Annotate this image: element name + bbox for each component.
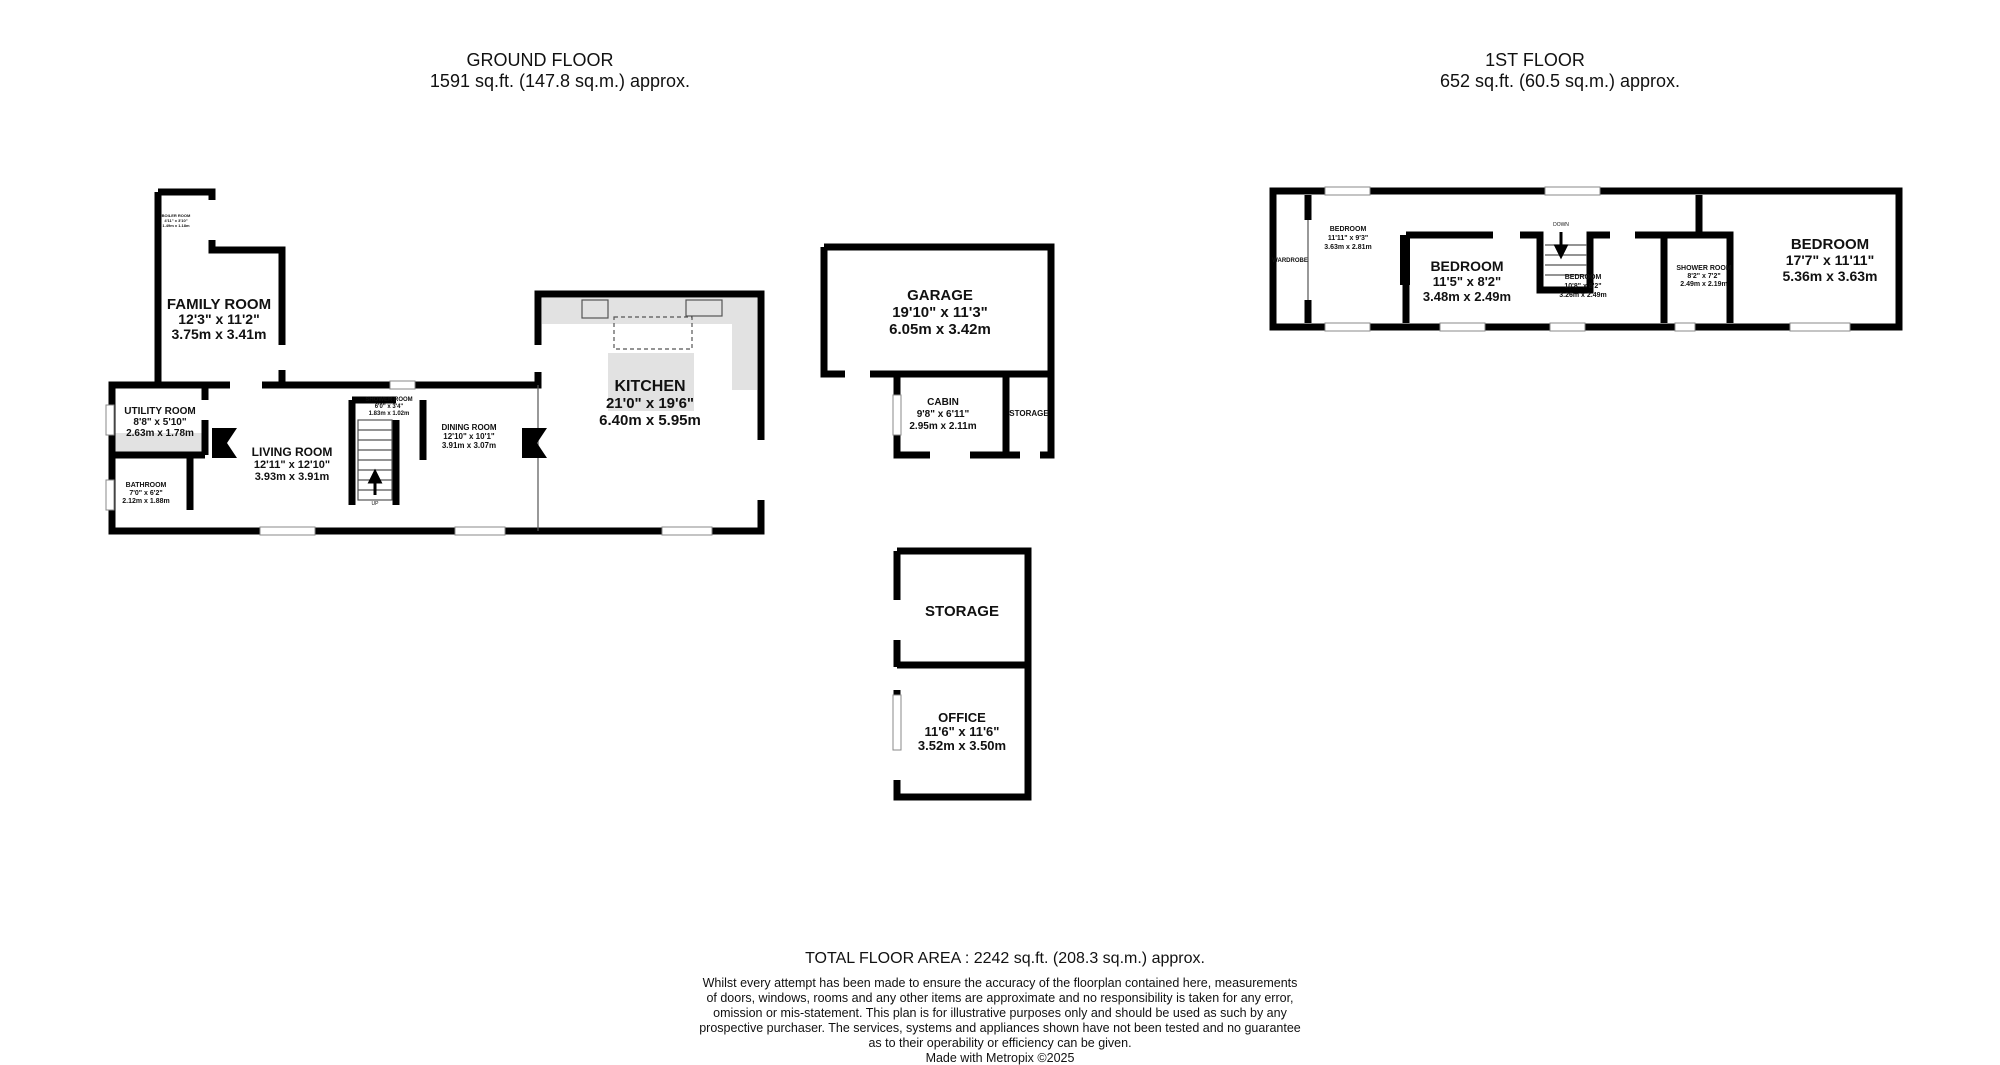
svg-text:SHOWER ROOM: SHOWER ROOM — [1676, 265, 1731, 272]
svg-text:omission or mis-statement. Thi: omission or mis-statement. This plan is … — [713, 1006, 1287, 1020]
svg-text:6.40m x 5.95m: 6.40m x 5.95m — [599, 412, 701, 429]
svg-text:BEDROOM: BEDROOM — [1430, 258, 1503, 274]
room-storage: STORAGE — [925, 603, 999, 620]
room-garage: GARAGE 19'10" x 11'3" 6.05m x 3.42m — [889, 287, 991, 338]
svg-text:12'10" x 10'1": 12'10" x 10'1" — [443, 432, 495, 441]
svg-text:21'0" x 19'6": 21'0" x 19'6" — [606, 395, 694, 412]
svg-text:SHOWER ROOM: SHOWER ROOM — [365, 397, 412, 403]
svg-text:4'11" x 3'10": 4'11" x 3'10" — [164, 218, 187, 223]
svg-text:UTILITY ROOM: UTILITY ROOM — [124, 406, 195, 417]
room-family: FAMILY ROOM 12'3" x 11'2" 3.75m x 3.41m — [167, 296, 271, 342]
svg-text:3.63m x 2.81m: 3.63m x 2.81m — [1324, 244, 1371, 251]
svg-text:1.83m x 1.02m: 1.83m x 1.02m — [369, 411, 410, 417]
room-bedroom-main: BEDROOM 17'7" x 11'11" 5.36m x 3.63m — [1783, 236, 1878, 284]
room-utility: UTILITY ROOM 8'8" x 5'10" 2.63m x 1.78m — [124, 406, 195, 439]
svg-text:3.91m x 3.07m: 3.91m x 3.07m — [442, 441, 496, 450]
room-cabin: CABIN 9'8" x 6'11" 2.95m x 2.11m — [909, 397, 976, 432]
svg-text:3.26m x 2.49m: 3.26m x 2.49m — [1559, 292, 1606, 299]
svg-text:FAMILY ROOM: FAMILY ROOM — [167, 296, 271, 313]
first-floor-title: 1ST FLOOR — [1485, 50, 1585, 70]
stairs-first — [1545, 232, 1587, 276]
first-floor-area: 652 sq.ft. (60.5 sq.m.) approx. — [1440, 71, 1680, 91]
svg-text:11'6" x 11'6": 11'6" x 11'6" — [925, 724, 1000, 739]
stairs-up-label: UP — [372, 501, 380, 507]
svg-text:1.49m x 1.18m: 1.49m x 1.18m — [162, 223, 190, 228]
svg-text:Whilst every attempt has been: Whilst every attempt has been made to en… — [703, 976, 1298, 990]
room-bedroom-3: BEDROOM 10'8" x 8'2" 3.26m x 2.49m — [1559, 274, 1606, 299]
svg-text:BATHROOM: BATHROOM — [126, 482, 167, 489]
outbuilding-walls — [820, 243, 1055, 801]
credit: Made with Metropix ©2025 — [926, 1051, 1075, 1065]
svg-text:11'5" x 8'2": 11'5" x 8'2" — [1433, 274, 1501, 289]
svg-text:3.48m x 2.49m: 3.48m x 2.49m — [1423, 289, 1511, 304]
svg-text:BOILER ROOM: BOILER ROOM — [162, 213, 191, 218]
svg-text:2.63m x 1.78m: 2.63m x 1.78m — [126, 428, 194, 439]
room-wardrobe: WARDROBE — [1272, 258, 1308, 264]
svg-text:BEDROOM: BEDROOM — [1565, 274, 1602, 281]
svg-text:11'11" x 9'3": 11'11" x 9'3" — [1328, 235, 1368, 242]
svg-text:6'0" x 3'4": 6'0" x 3'4" — [375, 404, 404, 410]
svg-text:17'7" x 11'11": 17'7" x 11'11" — [1786, 252, 1874, 268]
room-office: OFFICE 11'6" x 11'6" 3.52m x 3.50m — [918, 710, 1006, 753]
svg-text:2.12m x 1.88m: 2.12m x 1.88m — [122, 498, 169, 505]
svg-text:as to their operability or eff: as to their operability or efficiency ca… — [868, 1036, 1131, 1050]
svg-text:DINING ROOM: DINING ROOM — [441, 423, 496, 432]
svg-text:of doors, windows, rooms and a: of doors, windows, rooms and any other i… — [706, 991, 1293, 1005]
svg-text:LIVING ROOM: LIVING ROOM — [252, 445, 333, 459]
room-shower-first: SHOWER ROOM 8'2" x 7'2" 2.49m x 2.19m — [1676, 265, 1731, 288]
total-floor-area: TOTAL FLOOR AREA : 2242 sq.ft. (208.3 sq… — [805, 950, 1205, 967]
room-shower-ground: SHOWER ROOM 6'0" x 3'4" 1.83m x 1.02m — [365, 397, 412, 417]
svg-text:12'11" x 12'10": 12'11" x 12'10" — [254, 459, 330, 471]
ground-floor-walls — [105, 188, 1309, 536]
room-kitchen: KITCHEN 21'0" x 19'6" 6.40m x 5.95m — [599, 378, 701, 429]
stairs-ground — [357, 419, 393, 501]
stairs-down-label: DOWN — [1553, 222, 1569, 228]
svg-text:CABIN: CABIN — [927, 397, 959, 408]
room-boiler: BOILER ROOM 4'11" x 3'10" 1.49m x 1.18m — [162, 213, 191, 228]
svg-text:19'10" x 11'3": 19'10" x 11'3" — [892, 304, 988, 321]
svg-text:7'0" x 6'2": 7'0" x 6'2" — [129, 490, 162, 497]
room-bathroom: BATHROOM 7'0" x 6'2" 2.12m x 1.88m — [122, 482, 169, 505]
ground-floor-area: 1591 sq.ft. (147.8 sq.m.) approx. — [430, 71, 690, 91]
svg-text:BEDROOM: BEDROOM — [1330, 226, 1367, 233]
svg-text:3.93m x 3.91m: 3.93m x 3.91m — [255, 471, 330, 483]
room-storage-small: STORAGE — [1009, 409, 1049, 418]
svg-text:12'3" x 11'2": 12'3" x 11'2" — [178, 311, 259, 327]
svg-text:3.52m x 3.50m: 3.52m x 3.50m — [918, 738, 1006, 753]
first-floor-walls — [1269, 186, 1903, 332]
svg-text:5.36m x 3.63m: 5.36m x 3.63m — [1783, 268, 1878, 284]
disclaimer: Whilst every attempt has been made to en… — [699, 976, 1301, 1050]
ground-floor-title: GROUND FLOOR — [466, 50, 613, 70]
svg-text:2.95m x 2.11m: 2.95m x 2.11m — [909, 421, 976, 432]
svg-text:8'2" x 7'2": 8'2" x 7'2" — [1687, 273, 1720, 280]
svg-text:6.05m x 3.42m: 6.05m x 3.42m — [889, 321, 991, 338]
svg-text:8'8" x 5'10": 8'8" x 5'10" — [133, 417, 186, 428]
room-dining: DINING ROOM 12'10" x 10'1" 3.91m x 3.07m — [441, 423, 496, 450]
svg-text:9'8" x 6'11": 9'8" x 6'11" — [917, 409, 970, 420]
room-bedroom-2: BEDROOM 11'5" x 8'2" 3.48m x 2.49m — [1423, 258, 1511, 304]
svg-text:prospective purchaser. The ser: prospective purchaser. The services, sys… — [699, 1021, 1301, 1035]
room-living: LIVING ROOM 12'11" x 12'10" 3.93m x 3.91… — [252, 445, 333, 483]
svg-text:OFFICE: OFFICE — [938, 710, 986, 725]
svg-text:2.49m x 2.19m: 2.49m x 2.19m — [1680, 281, 1727, 288]
room-bedroom-1: BEDROOM 11'11" x 9'3" 3.63m x 2.81m — [1324, 226, 1371, 251]
svg-text:KITCHEN: KITCHEN — [614, 378, 685, 395]
svg-text:10'8" x 8'2": 10'8" x 8'2" — [1564, 283, 1601, 290]
svg-text:3.75m x 3.41m: 3.75m x 3.41m — [172, 326, 267, 342]
svg-text:BEDROOM: BEDROOM — [1791, 236, 1869, 253]
svg-text:GARAGE: GARAGE — [907, 287, 973, 304]
